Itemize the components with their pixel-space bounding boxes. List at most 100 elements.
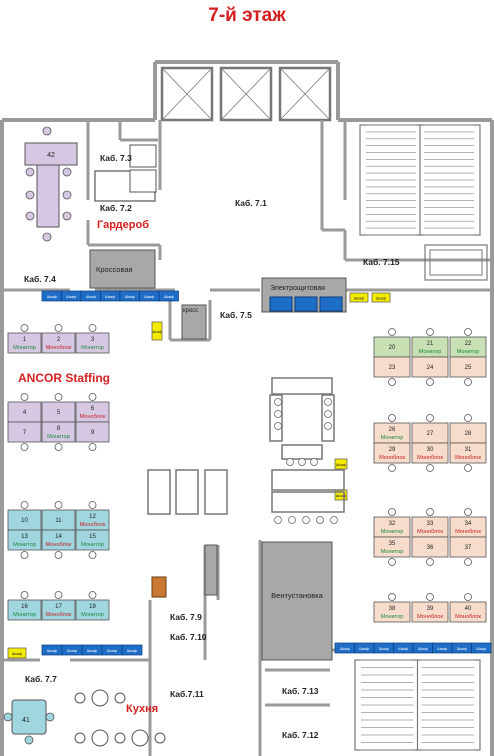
desk-surface [75, 529, 110, 551]
desk-chair [426, 558, 434, 566]
desk-number: 21 [427, 341, 434, 347]
room-label-74: Каб. 7.4 [24, 274, 56, 284]
room-715-unit [424, 244, 488, 281]
room-label-79: Каб. 7.9 [170, 612, 202, 622]
desk-surface [373, 601, 411, 623]
desk-chair [20, 591, 29, 599]
room-label-711: Каб.7.11 [170, 689, 204, 699]
room-label-710: Каб. 7.10 [170, 632, 207, 642]
desk-number: 25 [465, 365, 472, 371]
desk-surface [373, 442, 411, 464]
desk-chair [464, 328, 472, 336]
desk-number: 1 [23, 337, 27, 343]
crossover-room [89, 249, 156, 289]
desk-chair [54, 551, 63, 559]
room-label-71: Каб. 7.1 [235, 198, 267, 208]
desk-device: Монитор [381, 435, 404, 441]
desk-number: 22 [465, 341, 472, 347]
desk-number: 16 [21, 604, 28, 610]
lounge-chair [274, 422, 282, 430]
desk-number: 27 [427, 431, 434, 437]
svg-text:Шкаф: Шкаф [359, 647, 369, 651]
desk-surface [449, 536, 487, 558]
desk-device: Моноблок [417, 614, 443, 620]
wardrobe-label: Гардероб [97, 219, 149, 231]
desk-device: Моноблок [46, 542, 72, 548]
svg-text:Шкаф: Шкаф [12, 652, 22, 656]
desk-number: 20 [389, 345, 396, 351]
room-label-712: Каб. 7.12 [282, 730, 319, 740]
desk-chair [426, 414, 434, 422]
svg-text:Шкаф: Шкаф [66, 295, 76, 299]
desk-chair [426, 593, 434, 601]
desk-device: Монитор [81, 345, 104, 351]
desk-device: Моноблок [455, 529, 481, 535]
svg-text:Шкаф: Шкаф [67, 649, 77, 653]
desk-chair [88, 551, 97, 559]
desk-device: Моноблок [379, 455, 405, 461]
desk-surface [41, 599, 76, 621]
desk-number: 9 [91, 430, 95, 436]
blue-cabinet: Шкаф [121, 644, 143, 656]
desk-number: 26 [389, 427, 396, 433]
desk-device: Моноблок [80, 414, 106, 420]
desk-number: 3 [91, 337, 95, 343]
blue-cabinet: Шкаф [412, 642, 433, 654]
blue-cabinet: Шкаф [393, 642, 414, 654]
shafts [160, 66, 332, 122]
desk-chair [54, 324, 63, 332]
desk-number: 32 [389, 521, 396, 527]
desk-surface [449, 601, 487, 623]
desk-device: Моноблок [417, 529, 443, 535]
svg-text:Шкаф: Шкаф [379, 647, 389, 651]
desk-chair [54, 591, 63, 599]
desk-chair [388, 414, 396, 422]
desk-chair [388, 508, 396, 516]
desk-device: Монитор [81, 612, 104, 618]
yellow-cabinet: Шкаф [349, 292, 369, 303]
desk-number: 12 [89, 514, 96, 520]
desk-surface [75, 332, 110, 354]
outer-walls [0, 60, 494, 756]
desk-number: 19 [89, 604, 96, 610]
blue-cabinet: Шкаф [354, 642, 375, 654]
desk-9: 9 [75, 421, 110, 451]
desk-number: 4 [23, 410, 27, 416]
desk-device: Монитор [13, 542, 36, 548]
desk-number: 8 [57, 426, 61, 432]
blue-cabinet: Шкаф [61, 644, 83, 656]
desk-device: Моноблок [46, 612, 72, 618]
desk-chair [54, 501, 63, 509]
desk-chair [88, 443, 97, 451]
yellow-cabinet: Шкаф [334, 458, 348, 470]
kitchen-label: Кухня [126, 703, 158, 715]
lounge-chair [330, 516, 338, 524]
desk-chair [388, 558, 396, 566]
blue-cabinet: Шкаф [41, 644, 63, 656]
desk-device: Монитор [47, 434, 70, 440]
blue-cabinet: Шкаф [41, 290, 62, 302]
desk-20: 20 [373, 328, 411, 358]
meeting-table-42-label: 42 [47, 152, 55, 159]
meeting-table-41 [3, 699, 55, 745]
svg-text:Шкаф: Шкаф [398, 647, 408, 651]
cross-small [181, 304, 207, 340]
desk-number: 35 [389, 541, 396, 547]
desk-number: 6 [91, 406, 95, 412]
svg-text:Шкаф: Шкаф [164, 295, 174, 299]
blue-cabinet: Шкаф [158, 290, 179, 302]
lounge-chair [274, 410, 282, 418]
room-label-713: Каб. 7.13 [282, 686, 319, 696]
room-label-715: Каб. 7.15 [363, 257, 400, 267]
desk-chair [426, 378, 434, 386]
desk-chair [88, 393, 97, 401]
desk-device: Монитор [13, 345, 36, 351]
kitchen-tables [74, 689, 166, 747]
